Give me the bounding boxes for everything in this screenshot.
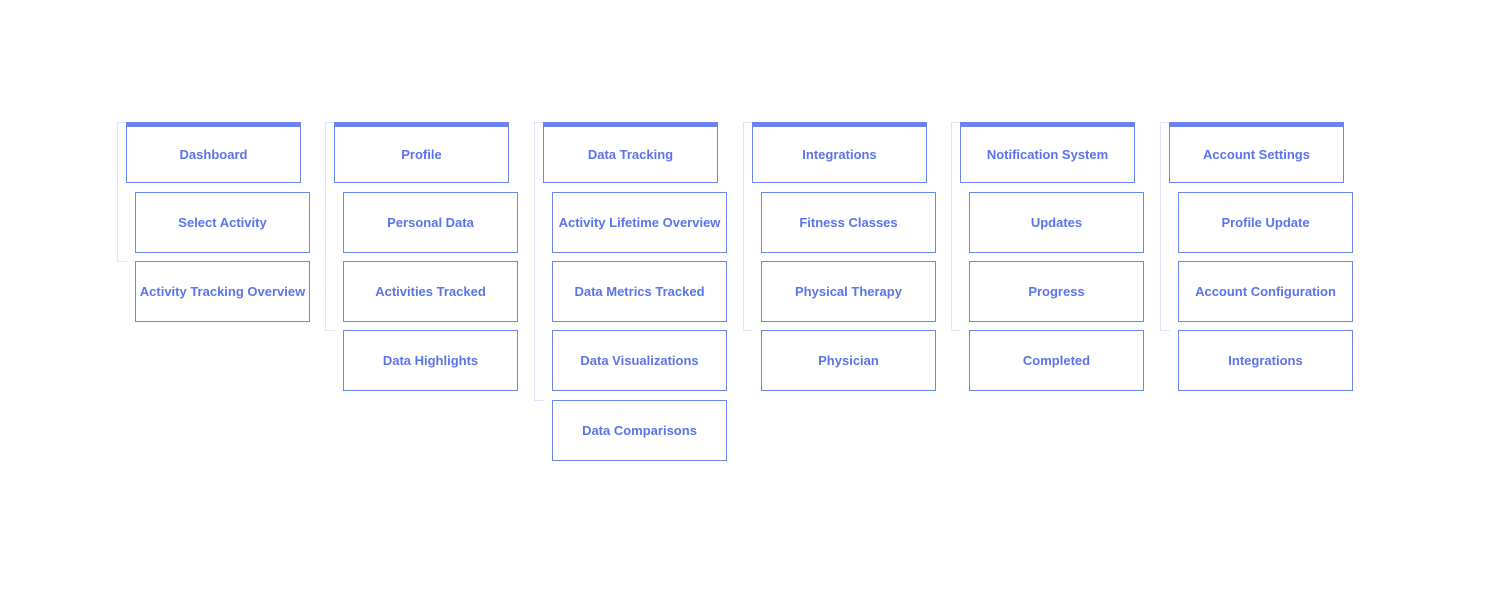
node-data-comparisons[interactable]: Data Comparisons (552, 400, 727, 461)
column-connector (743, 122, 753, 331)
node-activity-tracking-overview[interactable]: Activity Tracking Overview (135, 261, 310, 322)
node-select-activity[interactable]: Select Activity (135, 192, 310, 253)
column-connector (1160, 122, 1170, 331)
column-connector (325, 122, 335, 331)
node-fitness-classes[interactable]: Fitness Classes (761, 192, 936, 253)
sitemap-column-integrations: Integrations Fitness Classes Physical Th… (743, 122, 983, 482)
node-notification-system[interactable]: Notification System (960, 122, 1135, 183)
sitemap-column-dashboard: Dashboard Select Activity Activity Track… (117, 122, 357, 482)
node-updates[interactable]: Updates (969, 192, 1144, 253)
node-data-visualizations[interactable]: Data Visualizations (552, 330, 727, 391)
node-integrations-settings[interactable]: Integrations (1178, 330, 1353, 391)
node-data-highlights[interactable]: Data Highlights (343, 330, 518, 391)
node-personal-data[interactable]: Personal Data (343, 192, 518, 253)
node-activities-tracked[interactable]: Activities Tracked (343, 261, 518, 322)
node-integrations[interactable]: Integrations (752, 122, 927, 183)
node-activity-lifetime-overview[interactable]: Activity Lifetime Overview (552, 192, 727, 253)
column-connector (117, 122, 127, 262)
node-data-tracking[interactable]: Data Tracking (543, 122, 718, 183)
node-physical-therapy[interactable]: Physical Therapy (761, 261, 936, 322)
node-account-configuration[interactable]: Account Configuration (1178, 261, 1353, 322)
node-profile-update[interactable]: Profile Update (1178, 192, 1353, 253)
sitemap-column-notification-system: Notification System Updates Progress Com… (951, 122, 1191, 482)
sitemap-column-profile: Profile Personal Data Activities Tracked… (325, 122, 565, 482)
column-connector (951, 122, 961, 331)
column-connector (534, 122, 544, 401)
node-profile[interactable]: Profile (334, 122, 509, 183)
node-data-metrics-tracked[interactable]: Data Metrics Tracked (552, 261, 727, 322)
node-completed[interactable]: Completed (969, 330, 1144, 391)
node-progress[interactable]: Progress (969, 261, 1144, 322)
sitemap-column-data-tracking: Data Tracking Activity Lifetime Overview… (534, 122, 774, 482)
node-dashboard[interactable]: Dashboard (126, 122, 301, 183)
node-account-settings[interactable]: Account Settings (1169, 122, 1344, 183)
node-physician[interactable]: Physician (761, 330, 936, 391)
sitemap-column-account-settings: Account Settings Profile Update Account … (1160, 122, 1400, 482)
